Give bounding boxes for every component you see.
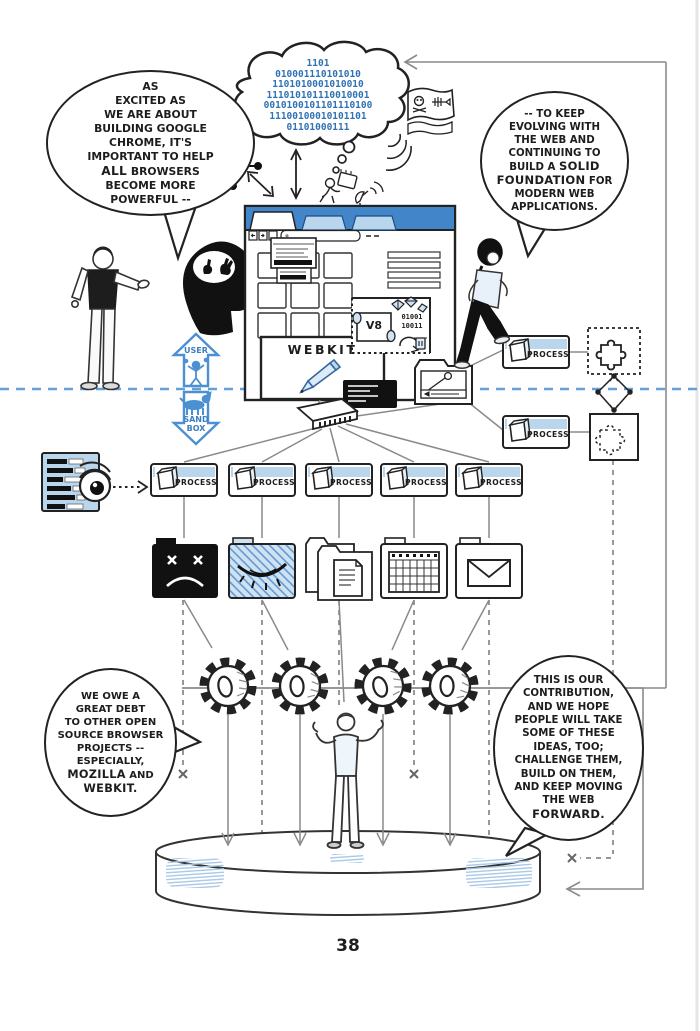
page-number: 38 [336, 936, 360, 956]
sandbox-dog-icon [179, 391, 212, 415]
webkit-label: WEBKIT [287, 342, 358, 357]
gear-icon [204, 662, 252, 710]
terminal-box [343, 380, 397, 408]
garbage-collect-icon [399, 336, 427, 353]
document-icon [333, 559, 363, 597]
task-manager-icon [41, 452, 149, 512]
v8-engine-box [351, 296, 431, 354]
calendar-folder [380, 537, 448, 599]
signal-waves [385, 133, 412, 172]
browser-tab [351, 215, 397, 231]
script-scroll-icon [352, 311, 396, 343]
gear-icon [422, 658, 479, 715]
user-sandbox-arrow [171, 332, 221, 446]
new-tab-thumbnail-grid [257, 252, 353, 339]
user-arrow-up [171, 332, 221, 388]
thought-circle [342, 140, 356, 154]
ipc-hub [296, 398, 360, 431]
mail-folder [455, 537, 523, 599]
woman-figure [453, 238, 511, 369]
gear-icon [273, 659, 327, 713]
sync-arrows [246, 147, 302, 201]
user-label: USER [184, 346, 208, 355]
dashed-guide-lines [182, 460, 614, 859]
envelope-icon [467, 559, 511, 587]
eye-icon [78, 461, 112, 503]
platform-arrows [221, 714, 457, 847]
x-marks [178, 769, 577, 863]
process-label: PROCESS [405, 478, 448, 487]
thought-circle [337, 154, 347, 164]
pencil-icon [298, 358, 342, 394]
exchange-diamond [595, 373, 633, 413]
browser-kernel-node [414, 359, 473, 405]
recent-links-list [387, 251, 441, 289]
process-label: PROCESS [253, 478, 296, 487]
malware-flag-icon [385, 87, 455, 172]
process-label: PROCESS [527, 350, 570, 359]
process-label: PROCESS [527, 430, 570, 439]
documents-folder [305, 537, 373, 601]
puzzle-piece-icon [595, 339, 627, 371]
user-person-icon [183, 357, 209, 387]
juggler-figure [312, 712, 384, 849]
crashed-process-folder [152, 538, 218, 598]
man-figure [70, 246, 150, 391]
platform [155, 830, 541, 916]
process-label: PROCESS [330, 478, 373, 487]
incognito-folder [228, 537, 296, 599]
browser-tab [301, 215, 347, 231]
calendar-icon [388, 551, 440, 593]
browser-tab-active [249, 211, 297, 231]
puzzle-piece-dashed-icon [594, 424, 626, 456]
gremlin-with-chip [319, 169, 384, 208]
gems-icon [391, 296, 428, 313]
process-label: PROCESS [175, 478, 218, 487]
process-label: PROCESS [480, 478, 523, 487]
thought-circle [332, 166, 340, 174]
popup-window [270, 237, 317, 284]
v8-label: V8 [365, 319, 383, 332]
closed-eye-icon [237, 562, 288, 577]
gear-icon [357, 660, 410, 713]
plugin-boxes [587, 327, 641, 461]
